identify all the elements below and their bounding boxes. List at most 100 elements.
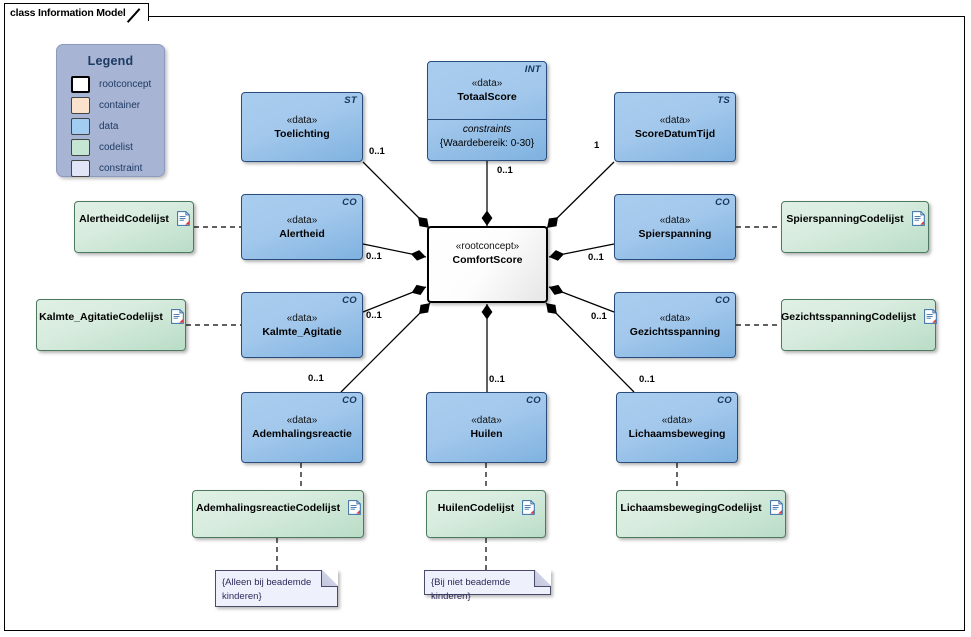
legend-label-rootconcept: rootconcept: [99, 79, 152, 90]
multiplicity-gezichtsspanning: 0..1: [591, 311, 607, 322]
note-huilen[interactable]: {Bij niet beademde kinderen}: [424, 570, 551, 602]
document-icon: [769, 500, 783, 515]
diagram-title-tab: class Information Model: [4, 3, 149, 21]
class-totaalscore-constraints: constraints {Waardebereik: 0-30}: [428, 119, 546, 156]
class-gezichtsspanning-stereotype: «data»: [659, 312, 691, 324]
class-spierspanning-stereotype: «data»: [659, 214, 691, 226]
legend-swatch-rootconcept: [71, 76, 90, 93]
class-totaalscore-stereotype: «data»: [471, 78, 503, 89]
class-gezichtsspanning-name: Gezichtsspanning: [629, 325, 721, 338]
legend-label-container: container: [99, 100, 141, 111]
legend-item-constraint: constraint: [71, 160, 164, 177]
codelist-alertheidcodelijst[interactable]: AlertheidCodelijst: [74, 201, 194, 253]
document-icon: [522, 500, 536, 515]
class-comfortscore[interactable]: «rootconcept» ComfortScore: [427, 226, 548, 303]
class-toelichting-stereotype: «data»: [286, 114, 318, 126]
class-lichaamsbeweging[interactable]: CO «data» Lichaamsbeweging: [616, 392, 738, 463]
legend-swatch-constraint: [71, 160, 90, 177]
class-lichaamsbeweging-stereotype: «data»: [661, 415, 693, 426]
codelist-gezichtsspanningcodelijst[interactable]: GezichtsspanningCodelijst: [781, 299, 937, 351]
class-totaalscore-name: TotaalScore: [457, 91, 517, 103]
document-icon: [348, 500, 361, 515]
class-huilen-stereotype: «data»: [471, 415, 502, 426]
note-fold-icon: [321, 570, 338, 587]
constraints-value: {Waardebereik: 0-30}: [439, 138, 535, 149]
document-icon: [177, 211, 190, 226]
class-scoredatumtijd-tag: TS: [717, 95, 730, 106]
title-tab-fold-icon: [128, 4, 144, 21]
multiplicity-spierspanning: 0..1: [588, 252, 604, 263]
legend-item-rootconcept: rootconcept: [71, 76, 164, 93]
class-kalmte-agitatie-tag: CO: [342, 295, 357, 306]
codelist-lichaamsbewegingcodelijst-name: LichaamsbewegingCodelijst: [620, 501, 762, 514]
class-huilen[interactable]: CO «data» Huilen: [426, 392, 547, 463]
legend-panel: Legend rootconcept container data codeli…: [56, 44, 165, 177]
diagram-title: class Information Model: [10, 6, 126, 19]
class-gezichtsspanning-tag: CO: [715, 295, 730, 306]
constraints-label: constraints: [462, 124, 512, 135]
codelist-ademhalingsreactiecodelijst[interactable]: AdemhalingsreactieCodelijst: [192, 490, 364, 538]
document-icon: [923, 309, 937, 324]
legend-swatch-container: [71, 97, 90, 114]
class-alertheid[interactable]: CO «data» Alertheid: [241, 194, 363, 260]
note-ademhaling-text: {Alleen bij beademde kinderen}: [222, 577, 312, 602]
multiplicity-toelichting: 0..1: [369, 146, 385, 157]
class-toelichting[interactable]: ST «data» Toelichting: [241, 92, 363, 162]
class-lichaamsbeweging-tag: CO: [717, 395, 732, 406]
legend-label-constraint: constraint: [99, 163, 143, 174]
multiplicity-scoredatumtijd: 1: [594, 140, 600, 151]
class-alertheid-name: Alertheid: [279, 227, 325, 240]
multiplicity-kalmte-agitatie: 0..1: [366, 310, 382, 321]
multiplicity-totaalscore: 0..1: [497, 165, 513, 176]
legend-swatch-data: [71, 118, 90, 135]
legend-title: Legend: [87, 54, 134, 68]
legend-item-data: data: [71, 118, 164, 135]
multiplicity-lichaamsbeweging: 0..1: [639, 374, 655, 385]
codelist-huilencodelijst[interactable]: HuilenCodelijst: [426, 490, 546, 538]
legend-swatch-codelist: [71, 139, 90, 156]
class-ademhalingsreactie-name: Ademhalingsreactie: [252, 428, 352, 440]
class-scoredatumtijd-name: ScoreDatumTijd: [634, 127, 716, 140]
legend-item-container: container: [71, 97, 164, 114]
note-fold-icon: [534, 570, 551, 587]
class-lichaamsbeweging-name: Lichaamsbeweging: [628, 428, 726, 440]
class-spierspanning-name: Spierspanning: [638, 227, 712, 240]
multiplicity-huilen: 0..1: [489, 374, 505, 385]
codelist-kalmte-agitatiecodelijst-name: Kalmte_AgitatieCodelijst: [39, 310, 163, 323]
codelist-huilencodelijst-name: HuilenCodelijst: [437, 501, 515, 514]
class-kalmte-agitatie-name: Kalmte_Agitatie: [262, 325, 342, 338]
class-alertheid-tag: CO: [342, 197, 357, 208]
class-totaalscore[interactable]: INT «data» TotaalScore constraints {Waar…: [427, 61, 547, 161]
class-comfortscore-stereotype: «rootconcept»: [455, 241, 520, 252]
legend-item-codelist: codelist: [71, 139, 164, 156]
class-kalmte-agitatie[interactable]: CO «data» Kalmte_Agitatie: [241, 292, 363, 358]
codelist-lichaamsbewegingcodelijst[interactable]: LichaamsbewegingCodelijst: [616, 490, 786, 538]
class-scoredatumtijd[interactable]: TS «data» ScoreDatumTijd: [614, 92, 736, 162]
class-toelichting-tag: ST: [344, 95, 357, 106]
class-ademhalingsreactie[interactable]: CO «data» Ademhalingsreactie: [241, 392, 363, 463]
codelist-spierspanningcodelijst[interactable]: SpierspanningCodelijst: [781, 201, 929, 253]
codelist-ademhalingsreactiecodelijst-name: AdemhalingsreactieCodelijst: [195, 501, 341, 514]
class-spierspanning-tag: CO: [715, 197, 730, 208]
class-totaalscore-tag: INT: [524, 64, 541, 75]
class-huilen-name: Huilen: [470, 428, 503, 440]
codelist-spierspanningcodelijst-name: SpierspanningCodelijst: [786, 212, 904, 225]
document-icon: [911, 211, 925, 226]
class-huilen-tag: CO: [526, 395, 541, 406]
codelist-kalmte-agitatiecodelijst[interactable]: Kalmte_AgitatieCodelijst: [36, 299, 186, 351]
class-gezichtsspanning[interactable]: CO «data» Gezichtsspanning: [614, 292, 736, 358]
codelist-alertheidcodelijst-name: AlertheidCodelijst: [79, 212, 169, 225]
class-comfortscore-name: ComfortScore: [452, 254, 523, 266]
class-ademhalingsreactie-tag: CO: [342, 395, 357, 406]
class-alertheid-stereotype: «data»: [286, 214, 318, 226]
note-ademhaling[interactable]: {Alleen bij beademde kinderen}: [215, 570, 338, 607]
legend-label-codelist: codelist: [99, 142, 133, 153]
class-spierspanning[interactable]: CO «data» Spierspanning: [614, 194, 736, 260]
legend-label-data: data: [99, 121, 119, 132]
class-toelichting-name: Toelichting: [274, 127, 330, 140]
document-icon: [170, 309, 184, 324]
note-huilen-text: {Bij niet beademde kinderen}: [431, 577, 511, 602]
multiplicity-ademhalingsreactie: 0..1: [308, 373, 324, 384]
class-ademhalingsreactie-stereotype: «data»: [286, 415, 318, 426]
